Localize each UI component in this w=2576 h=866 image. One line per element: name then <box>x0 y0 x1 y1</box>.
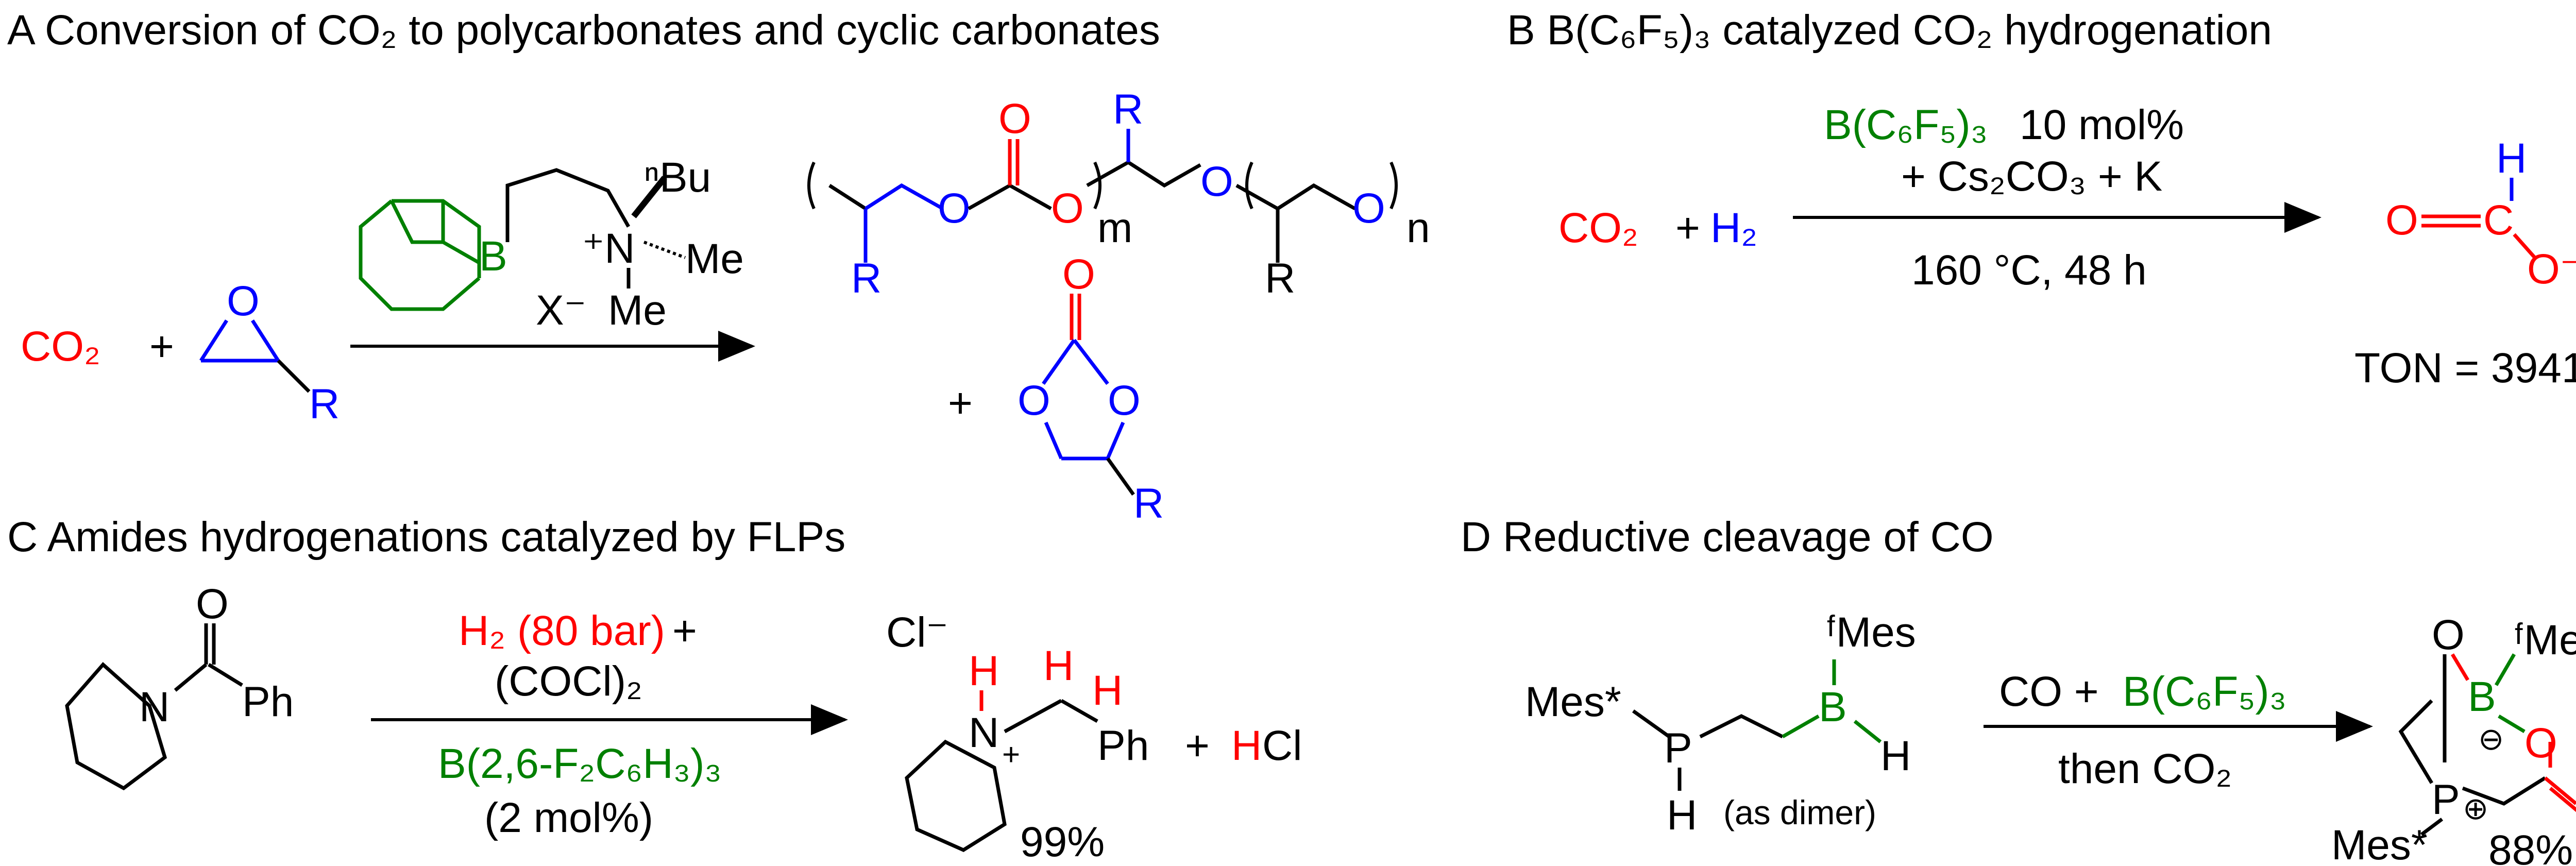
formate-o-minus: O⁻ <box>2527 246 2576 293</box>
panel-d-co: CO + <box>1999 668 2099 715</box>
panel-b-conditions-temp: 160 °C, 48 h <box>1911 247 2147 294</box>
product-plus-charge: + <box>1002 737 1020 772</box>
polycarbonate-o3: O <box>1200 158 1233 205</box>
panel-c-cocl: (COCl)₂ <box>495 658 642 705</box>
panel-a-title: A Conversion of CO₂ to polycarbonates an… <box>7 7 1160 54</box>
sm-phosphorus: P <box>1664 725 1692 772</box>
catalyst-me-2: Me <box>608 287 667 334</box>
product-nitrogen: N <box>969 709 999 756</box>
cyclic-carbonate-carbonyl-o: O <box>1062 251 1095 298</box>
formate-h: H <box>2496 135 2527 182</box>
panel-c-loading: (2 mol%) <box>484 794 653 841</box>
polycarbonate-n: n <box>1406 205 1430 251</box>
boron-phosphorus-product-structure: O B ᶠMes ⊖ O P ⊕ O Mes* <box>2331 612 2576 866</box>
panel-a-plus: + <box>149 323 174 370</box>
polycarbonate-m: m <box>1097 205 1132 251</box>
polycarbonate-r2: R <box>1113 86 1143 133</box>
panel-d: D Reductive cleavage of CO Mes* P H B ᶠM… <box>1461 514 2576 866</box>
epoxide-structure: O R <box>199 278 340 428</box>
panel-a: A Conversion of CO₂ to polycarbonates an… <box>7 7 1430 527</box>
panel-c-catalyst: B(2,6-F₂C₆H₃)₃ <box>438 740 722 787</box>
polycarbonate-r3: R <box>1265 255 1295 302</box>
catalyst-nitrogen: ⁺N <box>582 225 635 272</box>
panel-b-catalyst: B(C₆F₅)₃ <box>1824 101 1988 148</box>
panel-a-co2: CO₂ <box>21 323 100 370</box>
sm-dimer-note: (as dimer) <box>1723 793 1876 831</box>
catalyst-boron: B <box>479 233 507 280</box>
cyclic-carbonate-structure: O O O R <box>1018 251 1164 527</box>
ammonium-product-structure: Cl⁻ H N + H H Ph <box>886 609 1149 852</box>
panel-b-co2: CO₂ <box>1558 205 1638 251</box>
product-mes-star: Mes* <box>2331 822 2428 866</box>
panel-b-title: B B(C₆F₅)₃ catalyzed CO₂ hydrogenation <box>1507 7 2272 54</box>
panel-b-plus: + <box>1675 205 1700 251</box>
panel-b-ton: TON = 3941 <box>2354 345 2576 392</box>
sm-fmes: ᶠMes <box>1826 609 1916 656</box>
panel-b-h2: H₂ <box>1710 205 1757 251</box>
sm-mes-star: Mes* <box>1525 678 1621 725</box>
panel-b: B B(C₆F₅)₃ catalyzed CO₂ hydrogenation C… <box>1507 7 2576 392</box>
cyclic-carbonate-o1: O <box>1018 377 1050 424</box>
panel-c-h2: H₂ (80 bar) <box>459 607 665 654</box>
panel-a-plus-2: + <box>948 380 973 427</box>
formate-o-double: O <box>2385 197 2418 244</box>
panel-c-hcl-h: H <box>1231 722 1262 769</box>
panel-c-hcl-plus: + <box>1185 722 1210 769</box>
panel-c-title: C Amides hydrogenations catalyzed by FLP… <box>7 514 845 561</box>
panel-d-catalyst: B(C₆F₅)₃ <box>2123 668 2286 715</box>
panel-d-yield: 88% <box>2488 827 2573 866</box>
product-h2: H <box>1092 667 1123 714</box>
cyclic-carbonate-r: R <box>1133 480 1164 527</box>
product-phosphorus: P <box>2432 776 2460 823</box>
product-ph: Ph <box>1097 722 1149 769</box>
product-fmes: ᶠMes <box>2514 617 2576 664</box>
epoxide-oxygen: O <box>227 278 260 325</box>
sm-p-h: H <box>1667 792 1697 839</box>
product-h1: H <box>1043 642 1074 689</box>
panel-b-additives: + Cs₂CO₃ + K <box>1901 153 2162 200</box>
amide-ph: Ph <box>242 678 294 725</box>
polycarbonate-o1: O <box>938 185 971 232</box>
product-boron: B <box>2468 673 2496 720</box>
panel-d-then: then CO₂ <box>2058 745 2232 792</box>
polycarbonate-carbonyl-o: O <box>998 95 1031 142</box>
sm-b-h: H <box>1880 733 1911 779</box>
panel-b-loading: 10 mol% <box>2020 101 2184 148</box>
panel-c-hcl-cl: Cl <box>1262 722 1302 769</box>
panel-c-yield: 99% <box>1020 819 1105 865</box>
sm-boron: B <box>1819 684 1847 731</box>
panel-d-title: D Reductive cleavage of CO <box>1461 514 1994 561</box>
bifunctional-catalyst: B ⁺N ⁿBu Me Me X⁻ <box>359 154 744 334</box>
cyclic-carbonate-o2: O <box>1108 377 1141 424</box>
polycarbonate-r1: R <box>851 255 882 302</box>
polycarbonate-o4: O <box>1352 185 1385 232</box>
formate-c: C <box>2483 197 2514 244</box>
product-b-charge: ⊖ <box>2478 722 2504 756</box>
catalyst-me-1: Me <box>685 235 744 282</box>
phosphine-borane-structure: Mes* P H B ᶠMes H (as dimer) <box>1525 609 1916 839</box>
amide-oxygen: O <box>196 581 229 627</box>
amide-structure: N O Ph <box>65 581 294 791</box>
panel-c: C Amides hydrogenations catalyzed by FLP… <box>7 514 1302 865</box>
epoxide-r: R <box>309 381 340 428</box>
product-o-top: O <box>2432 612 2465 658</box>
formate-structure: H O C O⁻ K⁺ <box>2385 135 2576 293</box>
polycarbonate-o2: O <box>1051 185 1084 232</box>
amide-nitrogen: N <box>139 684 170 731</box>
panel-c-cond-plus: + <box>672 607 697 654</box>
catalyst-nbu: ⁿBu <box>644 154 711 201</box>
product-o-ring: O <box>2524 720 2557 767</box>
product-nh: H <box>969 648 999 694</box>
product-chloride: Cl⁻ <box>886 609 948 656</box>
catalyst-counterion: X⁻ <box>536 287 586 334</box>
polycarbonate-structure: R O O O m R O R O n <box>807 86 1430 302</box>
